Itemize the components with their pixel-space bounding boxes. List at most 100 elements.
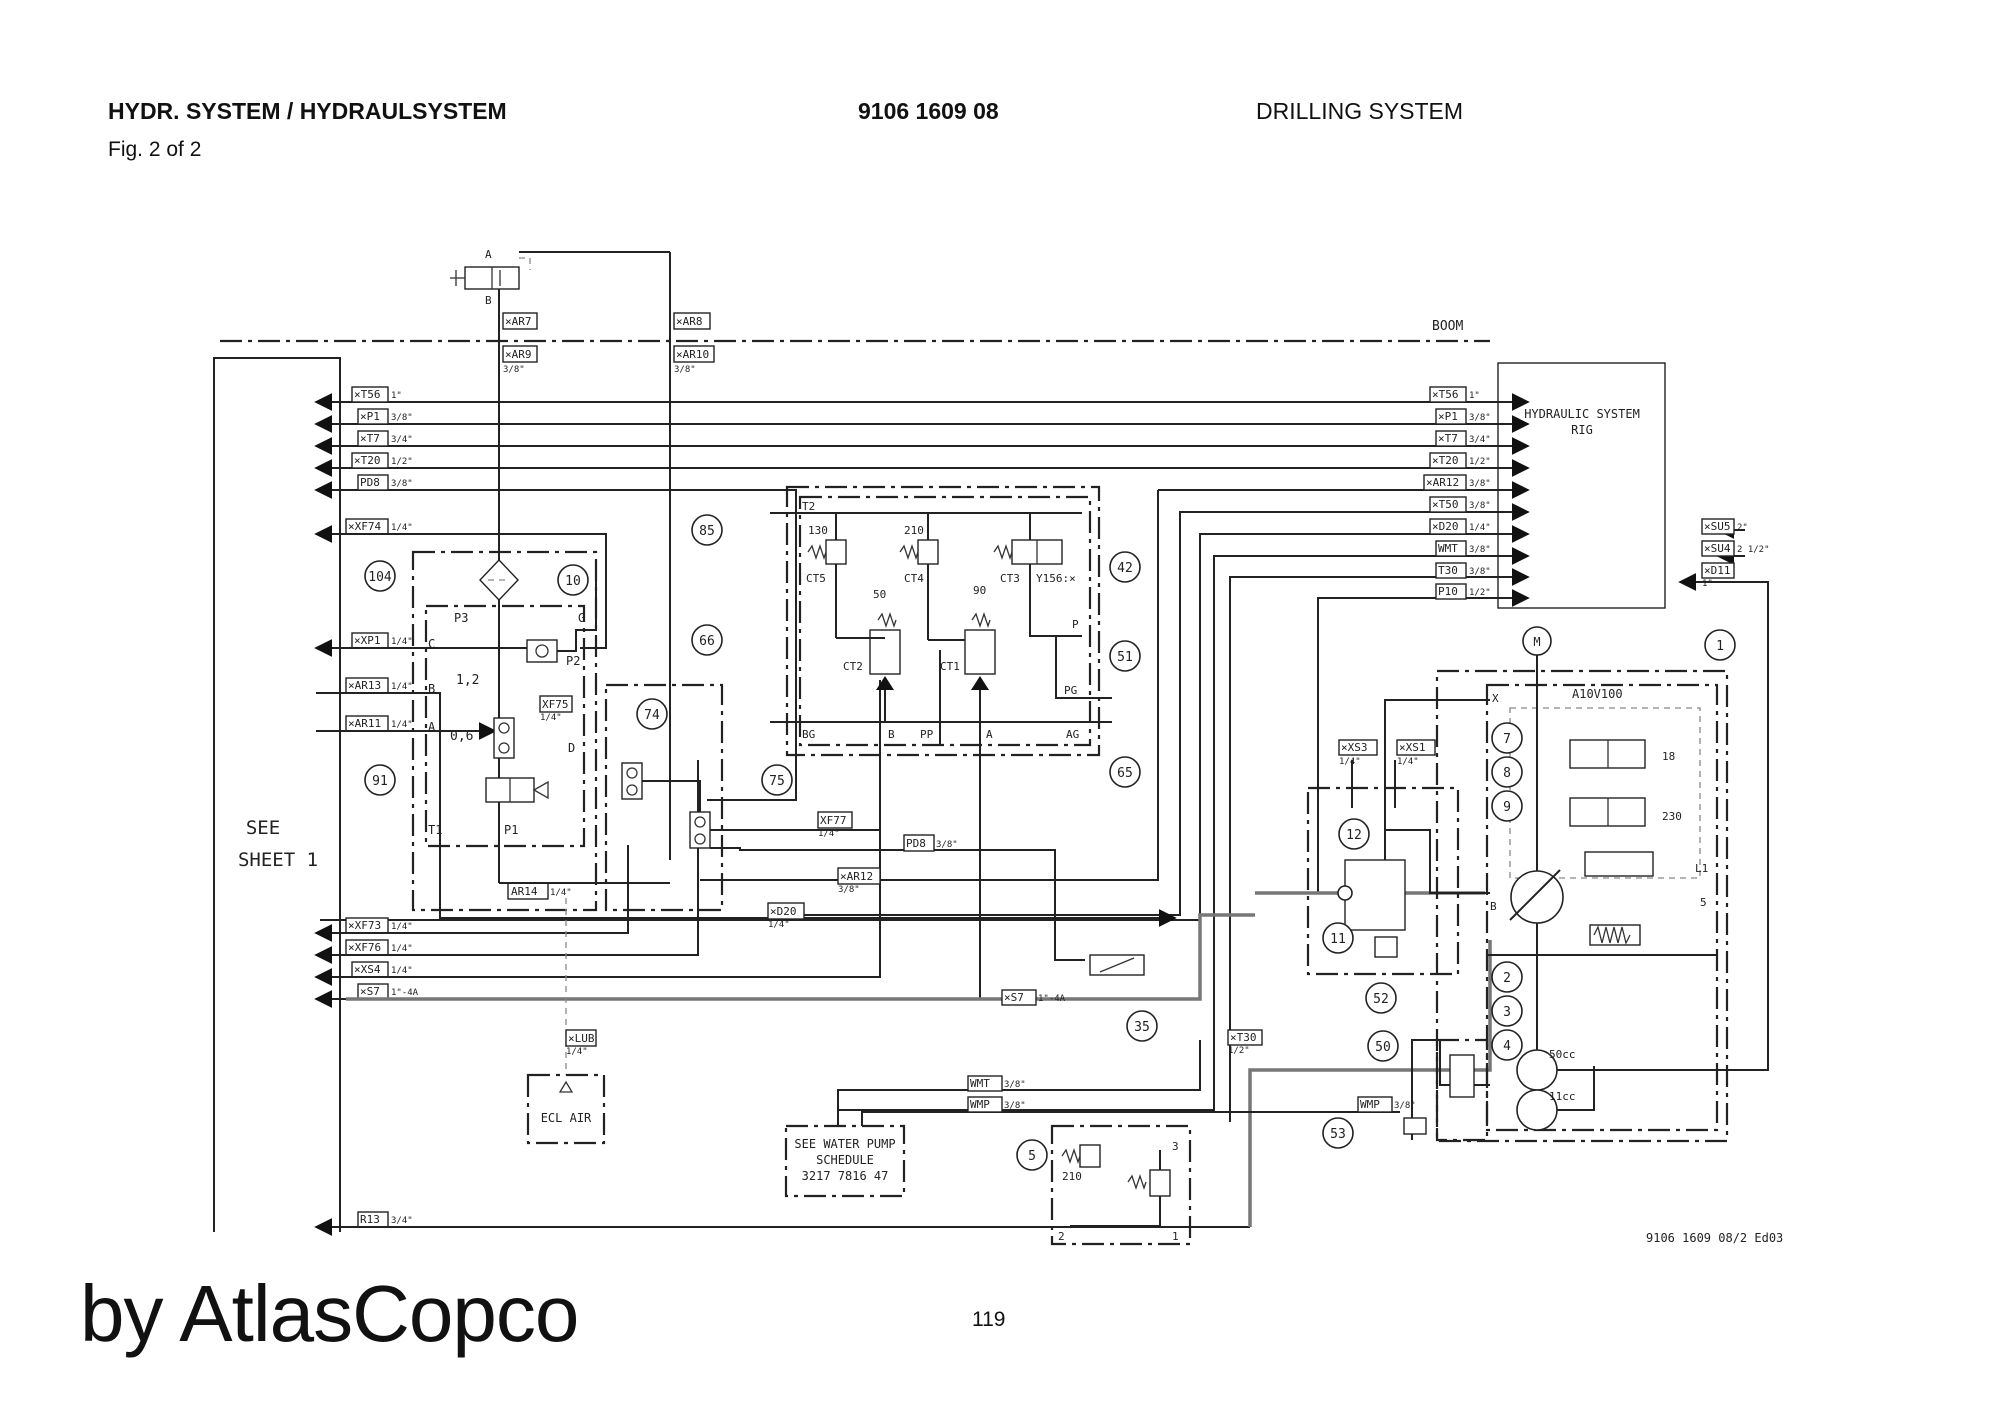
- svg-text:1"-4A: 1"-4A: [391, 988, 419, 998]
- svg-text:X: X: [1492, 692, 1499, 705]
- svg-text:D: D: [568, 741, 575, 755]
- svg-text:1/4": 1/4": [391, 720, 413, 730]
- svg-text:1: 1: [1172, 1230, 1179, 1243]
- svg-text:65: 65: [1117, 766, 1133, 781]
- svg-text:7: 7: [1503, 732, 1511, 747]
- svg-text:×D20: ×D20: [770, 905, 797, 918]
- svg-text:Y156:×: Y156:×: [1036, 572, 1076, 585]
- svg-text:CT3: CT3: [1000, 572, 1020, 585]
- svg-text:2: 2: [1503, 971, 1511, 986]
- block-104: [411, 550, 598, 912]
- svg-text:×AR8: ×AR8: [676, 315, 703, 328]
- top-directional-valve: A B: [450, 248, 670, 307]
- top-valve-port-b: B: [485, 294, 492, 307]
- rig-box-line-2: RIG: [1571, 423, 1593, 437]
- main-pump-symbol: [1510, 870, 1564, 924]
- svg-text:P1: P1: [504, 823, 518, 837]
- svg-text:×AR12: ×AR12: [1426, 476, 1459, 489]
- svg-text:3/8": 3/8": [1469, 545, 1491, 555]
- svg-text:2: 2: [1058, 1230, 1065, 1243]
- svg-text:1/2": 1/2": [391, 457, 413, 467]
- svg-text:2 1/2": 2 1/2": [1737, 545, 1770, 555]
- svg-text:×LUB: ×LUB: [568, 1032, 595, 1045]
- svg-text:1/4": 1/4": [391, 944, 413, 954]
- svg-text:3: 3: [1172, 1140, 1179, 1153]
- svg-text:P3: P3: [454, 611, 468, 625]
- svg-text:3/8": 3/8": [674, 365, 696, 375]
- svg-text:1/4": 1/4": [391, 682, 413, 692]
- svg-text:3217 7816 47: 3217 7816 47: [802, 1169, 889, 1183]
- svg-text:×T20: ×T20: [1432, 454, 1459, 467]
- svg-text:×XF76: ×XF76: [348, 941, 381, 954]
- svg-text:3/8": 3/8": [503, 365, 525, 375]
- svg-text:0,6: 0,6: [450, 729, 473, 744]
- svg-text:SCHEDULE: SCHEDULE: [816, 1153, 874, 1167]
- svg-text:BG: BG: [802, 728, 815, 741]
- svg-text:3/8": 3/8": [1004, 1101, 1026, 1111]
- svg-text:CT4: CT4: [904, 572, 924, 585]
- svg-text:1/4": 1/4": [540, 713, 562, 723]
- check-valve-53: [1403, 1117, 1427, 1135]
- svg-text:A: A: [986, 728, 993, 741]
- svg-text:×AR7: ×AR7: [505, 315, 532, 328]
- svg-text:×S7: ×S7: [360, 985, 380, 998]
- svg-text:T2: T2: [802, 500, 815, 513]
- svg-text:1/4": 1/4": [550, 888, 572, 898]
- svg-text:1/4": 1/4": [566, 1047, 588, 1057]
- svg-text:3/8": 3/8": [1394, 1101, 1416, 1111]
- svg-text:×XS4: ×XS4: [354, 963, 381, 976]
- svg-text:85: 85: [699, 524, 715, 539]
- svg-text:CT2: CT2: [843, 660, 863, 673]
- valve-block-42-internals: T2 130 210 CT5 CT4 CT3 Y156:× 50 90 CT2 …: [770, 500, 1112, 745]
- svg-text:90: 90: [973, 584, 986, 597]
- svg-text:×T56: ×T56: [1432, 388, 1459, 401]
- svg-text:66: 66: [699, 634, 715, 649]
- svg-text:3/8": 3/8": [838, 885, 860, 895]
- svg-text:3/8": 3/8": [391, 413, 413, 423]
- svg-text:PP: PP: [920, 728, 934, 741]
- block-74: [604, 683, 724, 912]
- svg-text:M: M: [1533, 635, 1540, 649]
- svg-text:3: 3: [1503, 1005, 1511, 1020]
- ecl-air-box: [526, 1073, 606, 1145]
- svg-text:CT5: CT5: [806, 572, 826, 585]
- r13-return-line: [1248, 940, 1492, 1227]
- svg-text:3/8": 3/8": [936, 840, 958, 850]
- svg-text:4: 4: [1503, 1039, 1511, 1054]
- svg-text:×T7: ×T7: [1438, 432, 1458, 445]
- svg-text:×XP1: ×XP1: [354, 634, 381, 647]
- svg-text:8: 8: [1503, 766, 1511, 781]
- svg-text:×XF74: ×XF74: [348, 520, 381, 533]
- system-name: DRILLING SYSTEM: [1256, 98, 1464, 124]
- block-91: [424, 604, 586, 848]
- see-sheet-text-2: SHEET 1: [238, 849, 318, 871]
- svg-text:3/8": 3/8": [1469, 501, 1491, 511]
- svg-text:×P1: ×P1: [360, 410, 380, 423]
- svg-text:×P1: ×P1: [1438, 410, 1458, 423]
- svg-text:9: 9: [1503, 800, 1511, 815]
- svg-text:1": 1": [1702, 579, 1713, 589]
- pump-labels: X 18 230 L1 B 5 50cc 11cc: [1490, 692, 1708, 1103]
- svg-text:1": 1": [1469, 391, 1480, 401]
- svg-text:5: 5: [1700, 896, 1707, 909]
- rig-hydraulic-system-box: [1497, 362, 1666, 609]
- page-title: HYDR. SYSTEM / HYDRAULSYSTEM: [108, 98, 507, 124]
- svg-text:AR14: AR14: [511, 885, 538, 898]
- svg-text:×T50: ×T50: [1432, 498, 1459, 511]
- svg-text:×T7: ×T7: [360, 432, 380, 445]
- svg-text:35: 35: [1134, 1020, 1150, 1035]
- svg-text:210: 210: [904, 524, 924, 537]
- svg-text:50cc: 50cc: [1549, 1048, 1576, 1061]
- see-sheet-text-1: SEE: [246, 817, 280, 839]
- svg-text:PD8: PD8: [906, 837, 926, 850]
- svg-text:T1: T1: [428, 823, 442, 837]
- svg-text:74: 74: [644, 708, 660, 723]
- svg-text:53: 53: [1330, 1127, 1346, 1142]
- svg-text:1/4": 1/4": [391, 966, 413, 976]
- svg-text:×S7: ×S7: [1004, 991, 1024, 1004]
- svg-text:1/4": 1/4": [391, 637, 413, 647]
- s7-main-line: [346, 913, 1255, 1001]
